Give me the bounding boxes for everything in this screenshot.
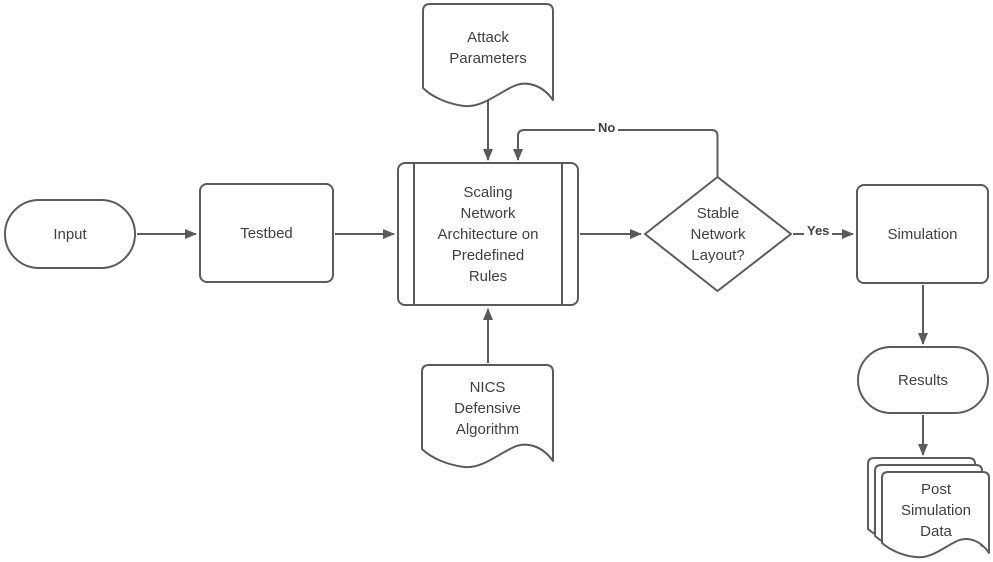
nics-defensive-shape: [421, 364, 554, 469]
input-shape: [4, 199, 136, 269]
post-simulation-data-front-sheet: [881, 471, 990, 559]
yes-edge-label: Yes: [804, 223, 833, 239]
attack-parameters-shape: [422, 3, 554, 108]
no-edge-label: No: [595, 120, 619, 136]
simulation-shape: [856, 184, 989, 284]
testbed-shape: [199, 183, 334, 283]
stable-layout-decision-shape: [644, 176, 792, 292]
scaling-rules-shape: [397, 162, 579, 306]
results-shape: [857, 346, 989, 414]
